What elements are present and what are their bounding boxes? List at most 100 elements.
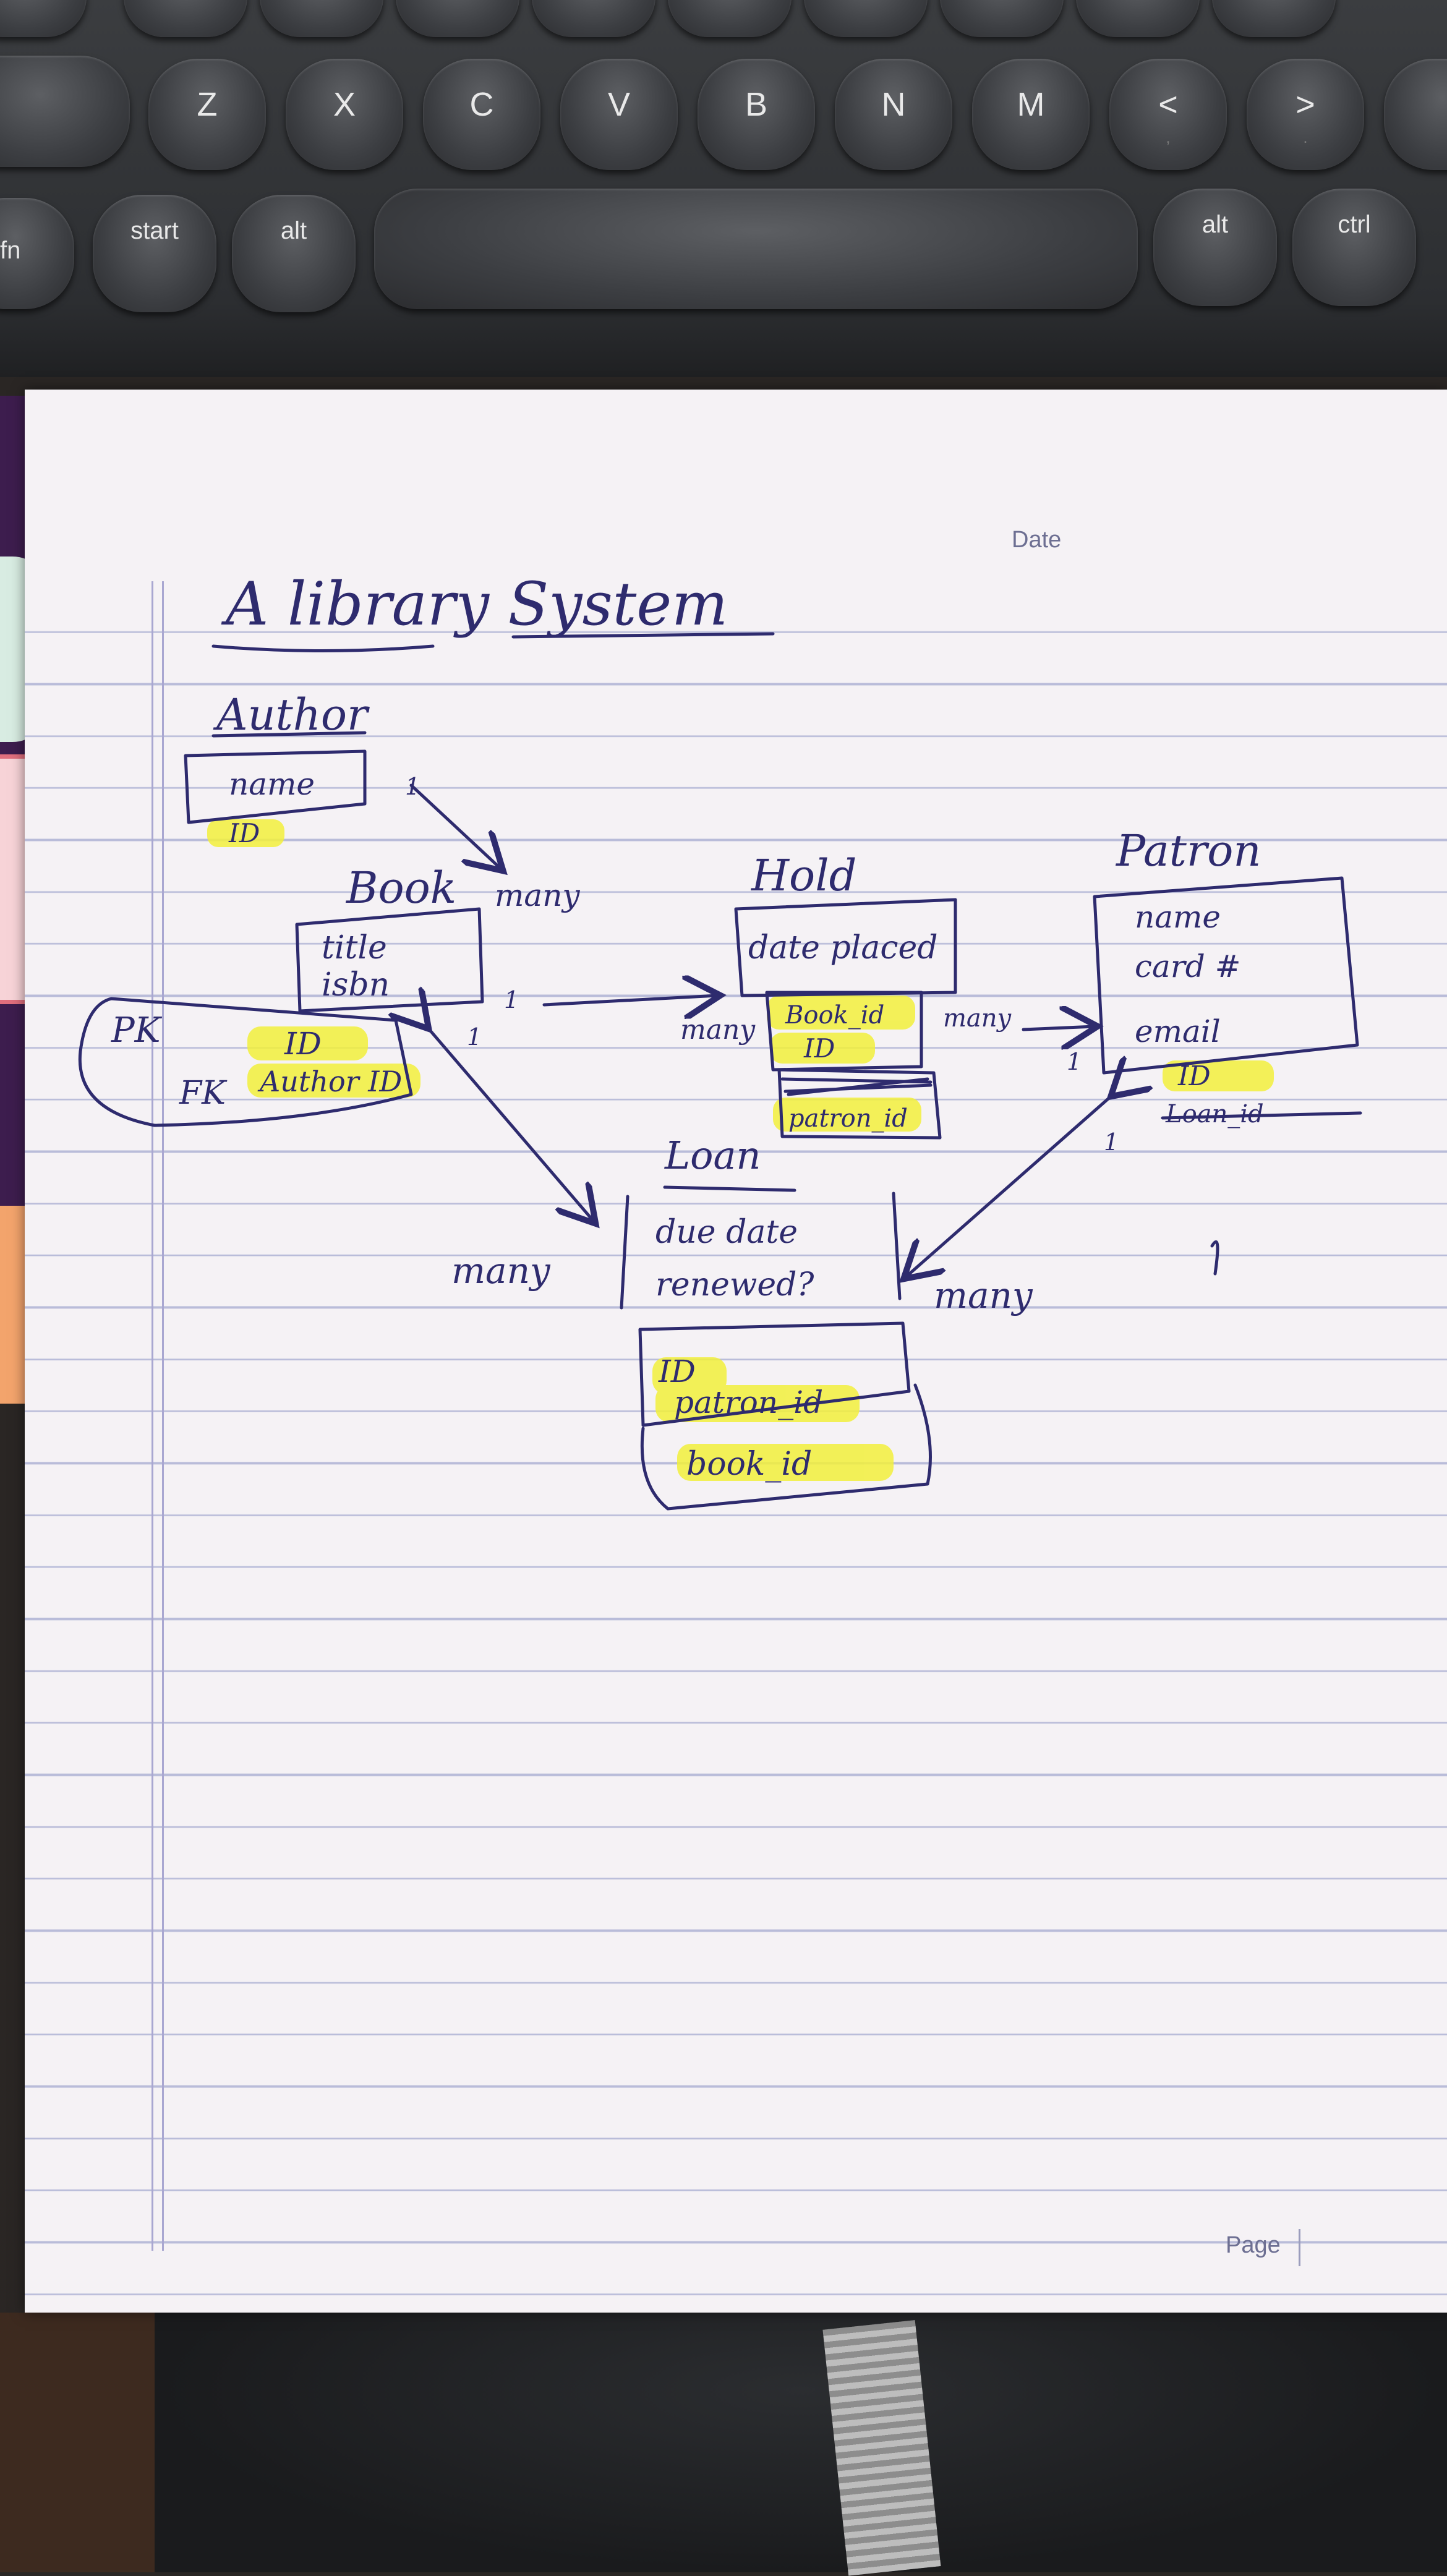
key-top-partial <box>260 0 383 37</box>
key-sub-label: , <box>1166 127 1171 147</box>
title-underline <box>511 632 775 639</box>
hold-key-id: ID <box>803 1033 835 1064</box>
key-start[interactable]: start <box>93 195 216 312</box>
patron-field-name: name <box>1135 899 1221 935</box>
author-entity-title: Author <box>213 689 370 740</box>
key-period[interactable]: >. <box>1247 59 1364 170</box>
key-label: ctrl <box>1338 211 1371 238</box>
hold-crossout <box>780 1077 933 1096</box>
patron-key-loanid: Loan_id <box>1165 1100 1264 1128</box>
key-space[interactable] <box>374 189 1138 309</box>
key-comma[interactable]: <, <box>1109 59 1227 170</box>
key-slash-partial[interactable] <box>1384 59 1447 170</box>
patron-loan-arrow <box>906 1094 1113 1277</box>
key-alt-right[interactable]: alt <box>1153 189 1277 306</box>
loan-key-bookid: book_id <box>686 1446 812 1483</box>
highlight-patron-id <box>1163 1060 1274 1091</box>
key-label: alt <box>280 217 307 244</box>
highlight-loan-bookid <box>677 1444 894 1481</box>
loan-entity-title: Loan <box>664 1133 761 1178</box>
key-left-shift[interactable] <box>0 56 130 167</box>
key-v[interactable]: V <box>560 59 678 170</box>
key-m[interactable]: M <box>972 59 1090 170</box>
book-key-authorid: Author ID <box>257 1065 402 1098</box>
key-ctrl[interactable]: ctrl <box>1292 189 1416 306</box>
highlight-hold-patronid <box>773 1098 921 1132</box>
book-field-title: title <box>322 929 387 966</box>
book-hold-arrow <box>542 996 717 1005</box>
book-field-isbn: isbn <box>322 966 390 1004</box>
hold-patron-arrow <box>1022 1026 1095 1030</box>
title-underline <box>211 644 435 652</box>
highlight-author-id <box>207 819 284 847</box>
key-fn[interactable]: fn <box>0 198 74 309</box>
highlight-book-authorid <box>247 1064 420 1098</box>
hold-key-bookid: Book_id <box>785 1001 884 1030</box>
book-key-blob <box>78 997 413 1127</box>
key-top-partial <box>124 0 247 37</box>
key-z[interactable]: Z <box>148 59 266 170</box>
hold-field-date: date placed <box>748 929 938 966</box>
loan-field-duedate: due date <box>655 1214 798 1251</box>
key-top-partial <box>1076 0 1200 37</box>
author-field-name: name <box>229 766 315 802</box>
patron-field-email: email <box>1135 1013 1221 1049</box>
key-label: fn <box>0 236 21 264</box>
patron-loanid-strike <box>1161 1111 1362 1120</box>
key-label: M <box>1017 85 1045 123</box>
key-top-partial <box>396 0 519 37</box>
key-top-partial <box>940 0 1064 37</box>
cardinality-label: many <box>680 1014 756 1046</box>
author-key-id: ID <box>228 818 260 848</box>
key-c[interactable]: C <box>423 59 540 170</box>
cardinality-label: many <box>495 877 580 913</box>
key-top-partial <box>1212 0 1336 37</box>
book-entity-title: Book <box>345 863 456 913</box>
key-label: > <box>1295 85 1315 123</box>
page-divider <box>1299 2229 1300 2266</box>
loan-box-left <box>620 1195 630 1310</box>
key-label: X <box>333 85 356 123</box>
cardinality-label: 1 <box>1104 1128 1119 1156</box>
hold-key-patronid: patron_id <box>788 1104 908 1133</box>
date-label: Date <box>1012 527 1062 553</box>
cardinality-label: many <box>934 1274 1033 1316</box>
notebook-page <box>25 390 1447 2313</box>
loan-key-patronid: patron_id <box>674 1384 823 1420</box>
key-label: N <box>881 85 906 123</box>
keyboard: Z X C V B N M <, >. fn start alt alt ctr… <box>0 0 1447 377</box>
book-pk-label: PK <box>111 1010 163 1051</box>
key-b[interactable]: B <box>698 59 815 170</box>
key-top-partial <box>532 0 655 37</box>
key-top-partial <box>668 0 792 37</box>
cardinality-label: 1 <box>1067 1048 1082 1075</box>
misc-scribble <box>1210 1240 1219 1276</box>
patron-key-id: ID <box>1177 1060 1211 1092</box>
book-fk-label: FK <box>179 1075 228 1112</box>
cardinality-label: 1 <box>467 1023 482 1051</box>
loan-keys-bracket <box>640 1383 932 1511</box>
key-top-partial <box>804 0 928 37</box>
hold-entity-title: Hold <box>750 850 856 901</box>
key-x[interactable]: X <box>286 59 403 170</box>
cardinality-label: many <box>943 1004 1012 1033</box>
key-label: Z <box>197 85 218 123</box>
highlight-hold-bookid <box>767 996 915 1030</box>
key-n[interactable]: N <box>835 59 952 170</box>
key-alt-left[interactable]: alt <box>232 195 356 312</box>
loan-field-renewed: renewed? <box>655 1266 814 1303</box>
loan-key-id: ID <box>658 1354 696 1389</box>
key-label: B <box>745 85 768 123</box>
author-box <box>184 749 367 824</box>
page-label: Page <box>1226 2232 1281 2258</box>
key-label: < <box>1158 85 1178 123</box>
margin-line <box>162 581 164 2251</box>
key-label: V <box>607 85 631 123</box>
hold-box <box>734 898 957 997</box>
book-key-id: ID <box>284 1026 322 1062</box>
highlighter-marks <box>207 819 1274 1481</box>
key-sub-label: . <box>1303 127 1308 147</box>
loan-underline <box>663 1185 796 1192</box>
author-book-arrow <box>409 783 501 869</box>
